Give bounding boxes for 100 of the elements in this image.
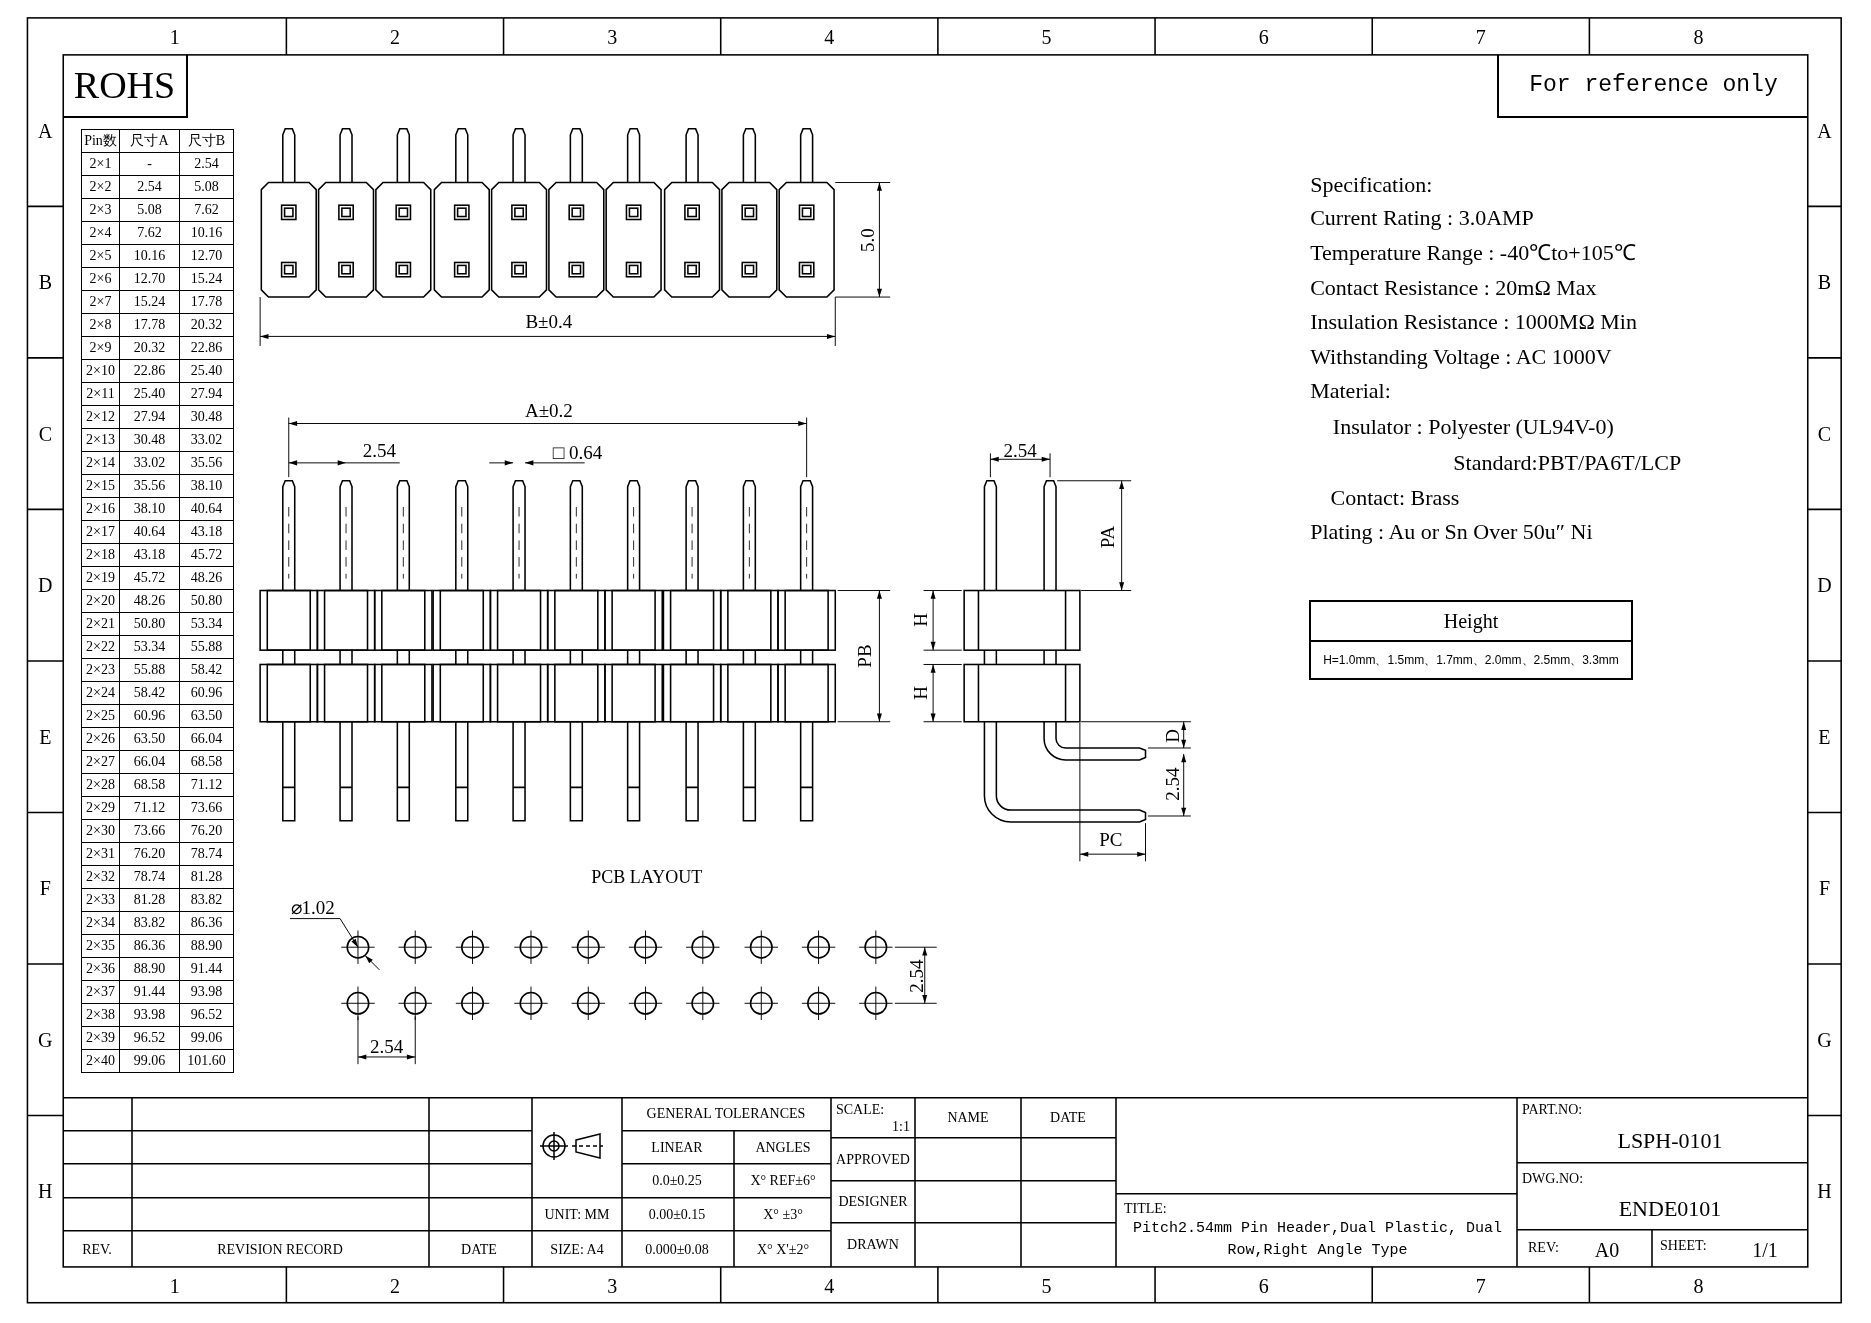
dimension-text: H (910, 613, 930, 628)
table-cell: 96.52 (120, 1027, 180, 1050)
table-cell: 2×32 (82, 866, 120, 889)
table-cell: 78.74 (120, 866, 180, 889)
table-cell: 76.20 (120, 843, 180, 866)
spec-line: Contact: Brass (1330, 486, 1460, 509)
table-cell: 2×24 (82, 682, 120, 705)
note-box: For reference only (1497, 55, 1808, 118)
grid-reference: 7 (1475, 1276, 1486, 1297)
table-cell: 2×33 (82, 889, 120, 912)
title-block-value: X° X'±2° (756, 1243, 810, 1257)
table-cell: 2×16 (82, 498, 120, 521)
spec-line: Temperature Range : -40℃to+105℃ (1310, 241, 1636, 264)
grid-reference: F (39, 878, 51, 899)
grid-reference: 7 (1475, 27, 1486, 47)
title-block-label: NAME (947, 1111, 989, 1125)
table-cell: 71.12 (180, 774, 234, 797)
table-cell: 83.82 (120, 912, 180, 935)
table-cell: 78.74 (180, 843, 234, 866)
table-cell: 7.62 (120, 222, 180, 245)
grid-reference: 5 (1041, 27, 1052, 47)
table-cell: 33.02 (120, 452, 180, 475)
table-cell: 48.26 (180, 567, 234, 590)
grid-reference: D (1817, 575, 1832, 596)
table-cell: 58.42 (120, 682, 180, 705)
table-cell: 60.96 (180, 682, 234, 705)
table-cell: 2×39 (82, 1027, 120, 1050)
spec-line: Withstanding Voltage : AC 1000V (1310, 345, 1612, 368)
table-cell: 73.66 (120, 820, 180, 843)
title-block-value: A0 (1594, 1240, 1620, 1260)
grid-reference: 2 (389, 1276, 400, 1297)
dimension-text: PA (1097, 525, 1117, 549)
table-cell: 40.64 (120, 521, 180, 544)
table-cell: 27.94 (180, 383, 234, 406)
table-header-cell: 尺寸B (180, 130, 234, 153)
grid-reference: 6 (1258, 1276, 1269, 1297)
table-cell: 38.10 (120, 498, 180, 521)
title-block-label: REV. (82, 1243, 112, 1257)
table-cell: 99.06 (180, 1027, 234, 1050)
table-cell: 2×15 (82, 475, 120, 498)
table-header-cell: Height (1311, 602, 1631, 642)
spec-line: Specification: (1310, 173, 1433, 196)
grid-reference: B (38, 272, 52, 293)
table-header-cell: Pin数 (82, 130, 120, 153)
table-cell: 2×2 (82, 176, 120, 199)
table-cell: 2.54 (120, 176, 180, 199)
title-block-value: 0.00±0.15 (648, 1208, 706, 1222)
table-cell: 71.12 (120, 797, 180, 820)
table-cell: 2×1 (82, 153, 120, 176)
dimension-text: PC (1099, 829, 1123, 849)
title-block-label: DRAWN (847, 1238, 899, 1252)
table-cell: 25.40 (120, 383, 180, 406)
table-cell-text: H=1.0mm、1.5mm、1.7mm、2.0mm、2.5mm、3.3mm (1322, 652, 1620, 669)
table-cell: 12.70 (180, 245, 234, 268)
table-cell: 81.28 (120, 889, 180, 912)
table-cell: 27.94 (120, 406, 180, 429)
table-cell: 2×29 (82, 797, 120, 820)
spec-line: Insulation Resistance : 1000MΩ Min (1310, 311, 1637, 334)
table-cell: 45.72 (180, 544, 234, 567)
grid-reference: A (38, 120, 53, 141)
table-cell: 55.88 (120, 659, 180, 682)
table-cell: 81.28 (180, 866, 234, 889)
title-block-label: DATE (461, 1243, 497, 1257)
table-cell: 2×20 (82, 590, 120, 613)
table-cell: 60.96 (120, 705, 180, 728)
dimension-text: B±0.4 (525, 311, 573, 331)
table-cell: 50.80 (120, 613, 180, 636)
grid-reference: F (1818, 878, 1830, 899)
table-cell: 33.02 (180, 429, 234, 452)
table-cell: 68.58 (180, 751, 234, 774)
table-cell: 45.72 (120, 567, 180, 590)
table-cell: 2×21 (82, 613, 120, 636)
grid-reference: 4 (824, 27, 835, 47)
grid-reference: 2 (389, 27, 400, 47)
grid-reference: 4 (824, 1276, 835, 1297)
dimension-text: □ 0.64 (552, 442, 603, 462)
table-cell: 2×34 (82, 912, 120, 935)
spec-line: Plating : Au or Sn Over 50u″ Ni (1310, 521, 1593, 544)
grid-reference: G (1817, 1029, 1832, 1050)
dimension-text: ⌀1.02 (290, 897, 335, 917)
grid-reference: 1 (169, 27, 180, 47)
table-cell: 2×36 (82, 958, 120, 981)
drawing-title: Pitch2.54mm Pin Header,Dual Plastic, Dual Row,Right Angle Type (1131, 1219, 1504, 1261)
title-block-label: REVISION RECORD (217, 1243, 343, 1257)
table-cell: 2×23 (82, 659, 120, 682)
table-cell: 40.64 (180, 498, 234, 521)
grid-reference: 1 (169, 1276, 180, 1297)
table-cell: 50.80 (180, 590, 234, 613)
title-block-label: PART.NO: (1522, 1103, 1583, 1117)
view-title: PCB LAYOUT (591, 868, 703, 887)
title-block-value: ENDE0101 (1618, 1198, 1722, 1220)
grid-reference: C (1817, 423, 1832, 444)
table-cell: 2×10 (82, 360, 120, 383)
table-cell: 91.44 (180, 958, 234, 981)
title-block-value: X° ±3° (763, 1208, 803, 1222)
table-cell: 53.34 (120, 636, 180, 659)
title-block-label: SIZE: A4 (550, 1243, 604, 1257)
table-cell: 10.16 (120, 245, 180, 268)
table-cell: - (120, 153, 180, 176)
grid-reference: 3 (607, 27, 618, 47)
